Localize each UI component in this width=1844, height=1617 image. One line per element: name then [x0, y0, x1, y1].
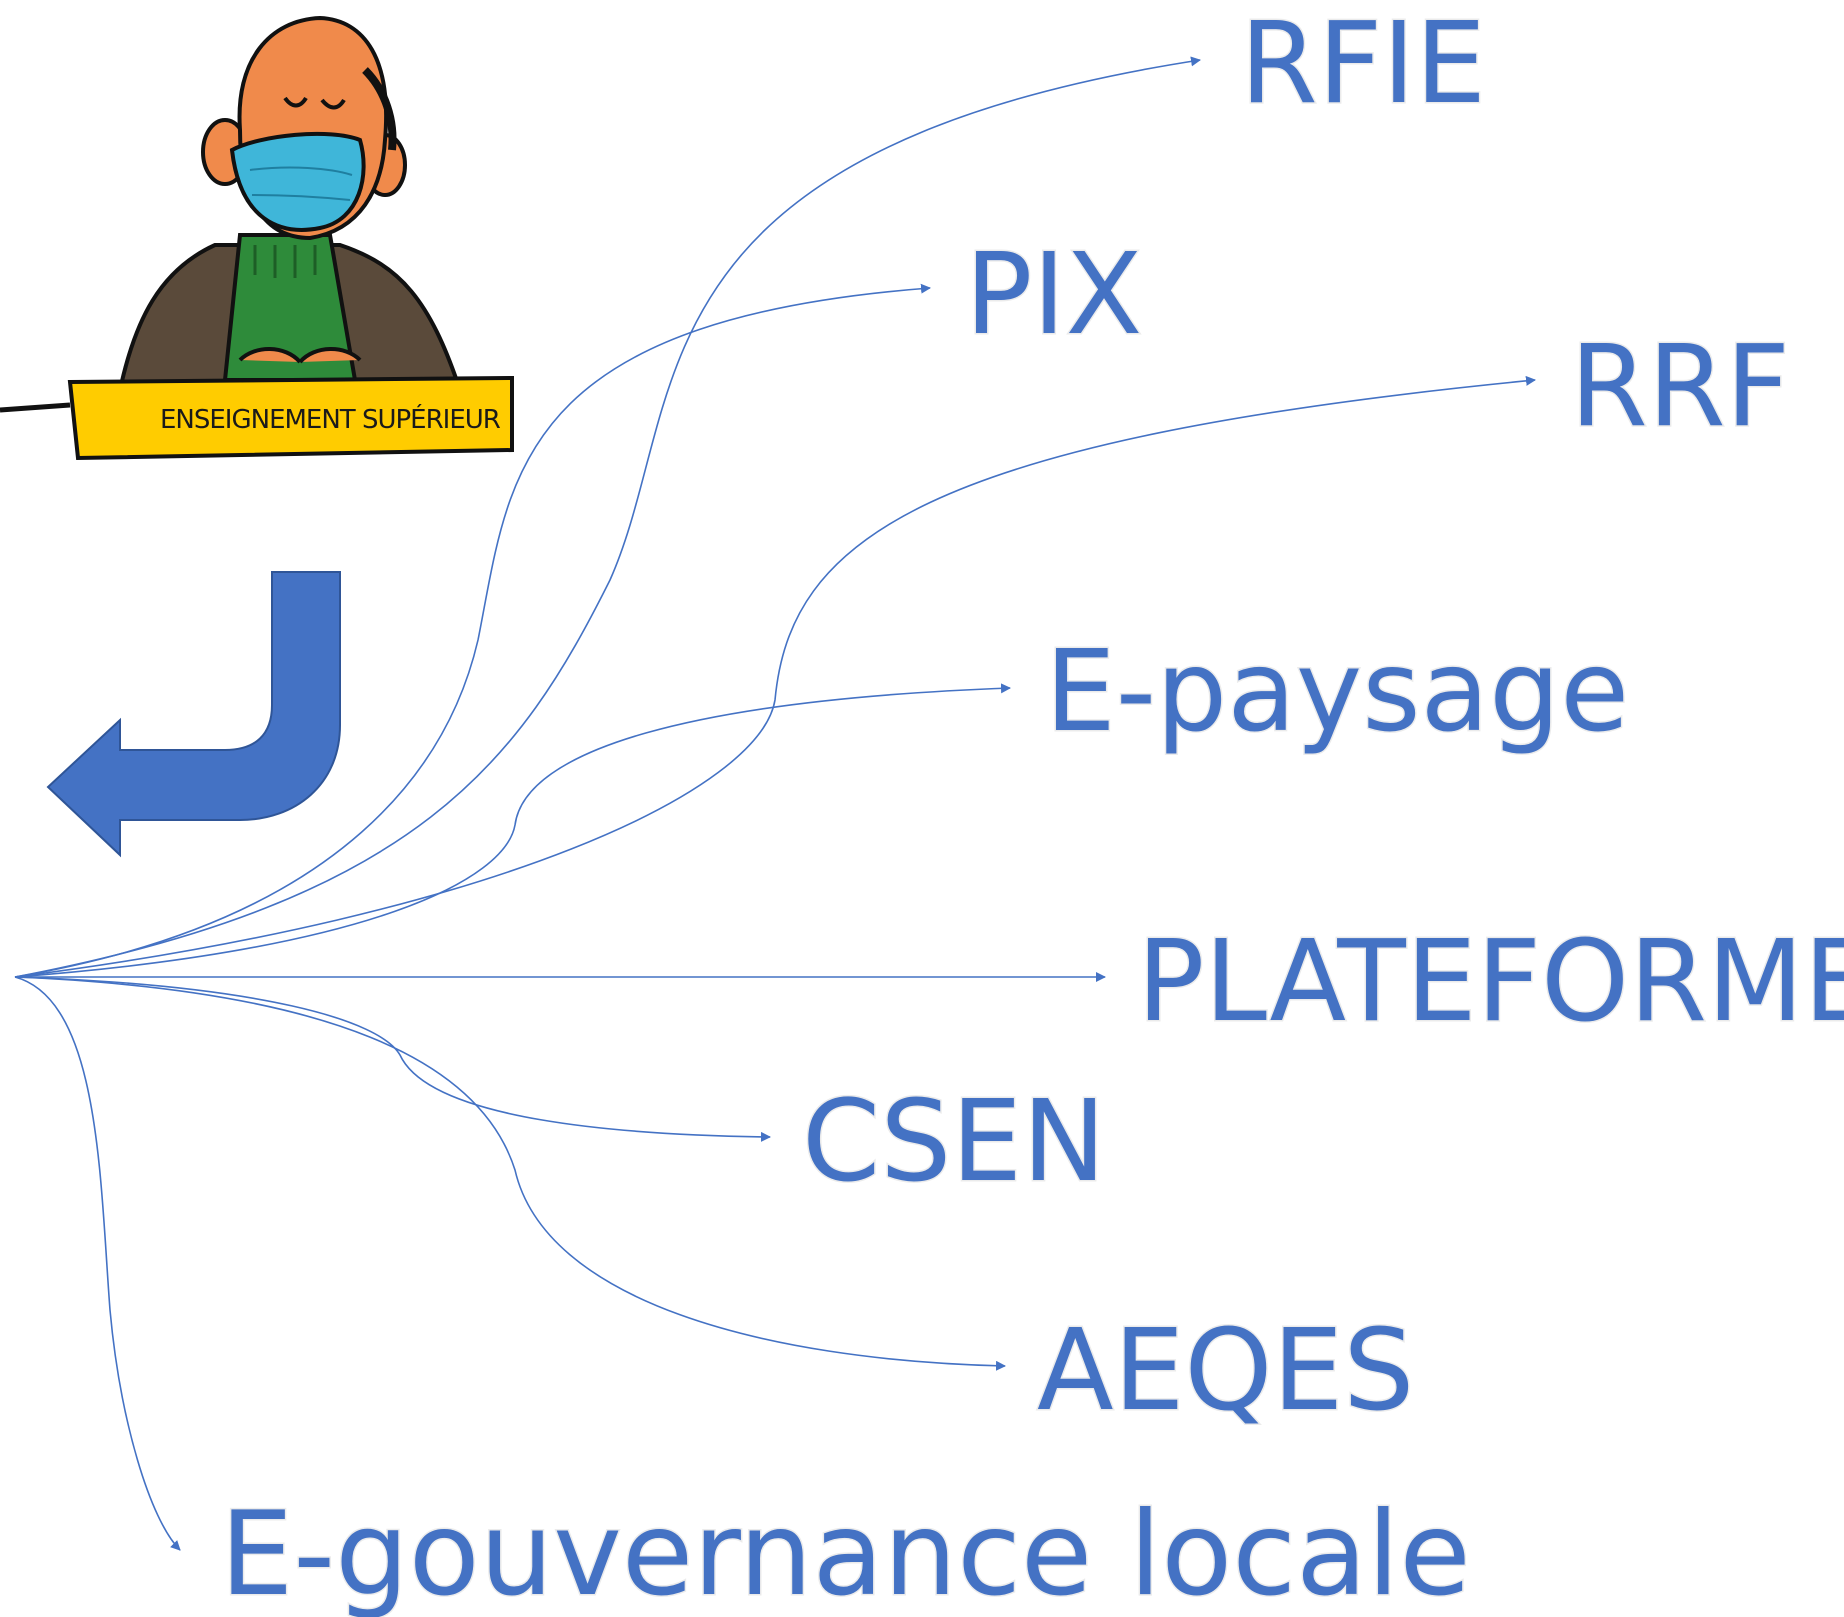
label-rrf: RRF [1570, 322, 1790, 452]
plaque: ENSEIGNEMENT SUPÉRIEUR [67, 375, 514, 461]
label-pix: PIX [965, 230, 1142, 360]
masked-teacher-illustration: ENSEIGNEMENT SUPÉRIEUR [0, 15, 514, 461]
connector-aeqes [14, 976, 1006, 1371]
label-epaysage: E-paysage [1045, 627, 1629, 757]
connector-csen [14, 976, 771, 1142]
connector-pix [14, 283, 931, 978]
connectors [14, 56, 1536, 1551]
labels: RFIE PIX RRF E-paysage PLATEFORME CSEN A… [219, 0, 1844, 1617]
connector-rfie [14, 56, 1201, 978]
connector-egouvernance [14, 976, 181, 1551]
label-plateforme: PLATEFORME [1137, 917, 1844, 1047]
arrow-return-left-icon [46, 571, 341, 858]
label-csen: CSEN [802, 1077, 1106, 1207]
connector-rrf [14, 375, 1536, 978]
label-aeqes: AEQES [1037, 1306, 1414, 1436]
label-rfie: RFIE [1240, 0, 1486, 129]
plaque-text: ENSEIGNEMENT SUPÉRIEUR [160, 403, 501, 435]
connector-epaysage [14, 683, 1011, 978]
label-egouvernance: E-gouvernance locale [220, 1487, 1471, 1617]
face-mask [229, 131, 366, 232]
